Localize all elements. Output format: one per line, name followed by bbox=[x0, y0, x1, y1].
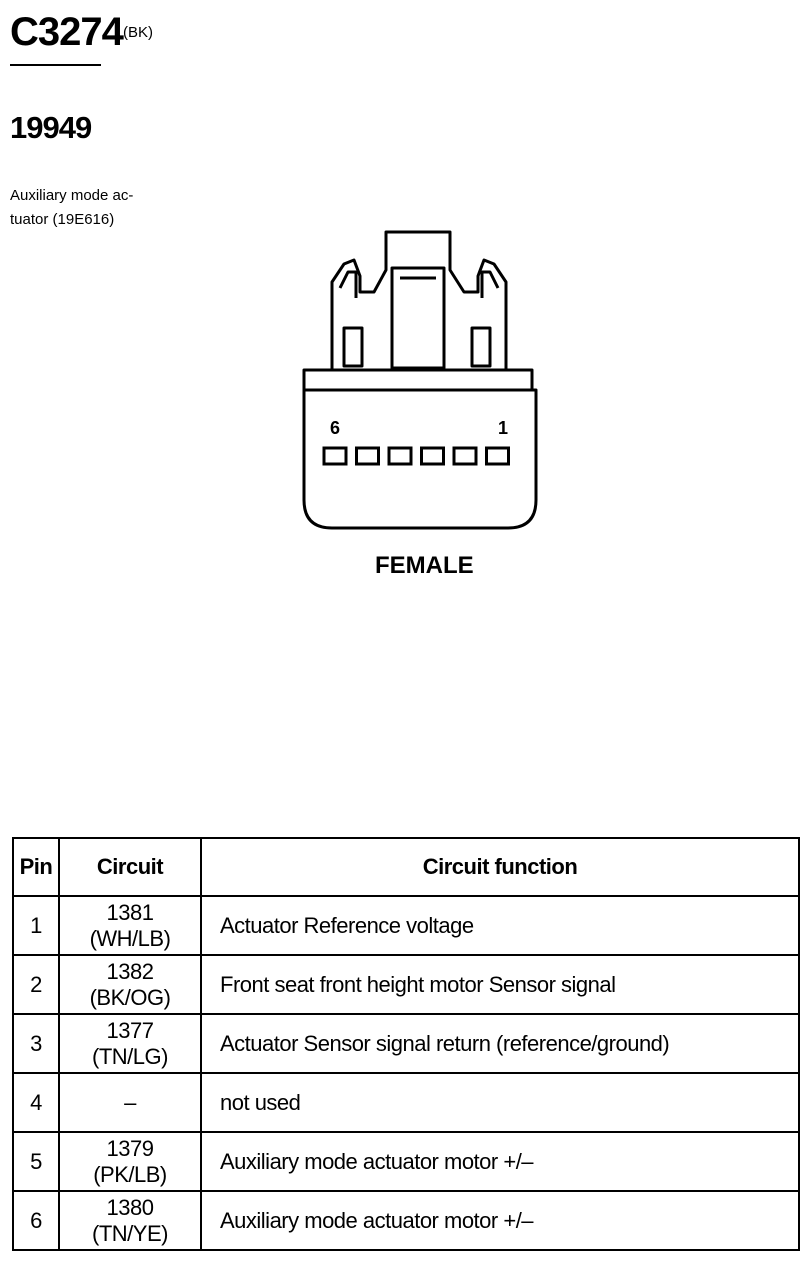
part-number: 19949 bbox=[10, 110, 92, 145]
header-pin: Pin bbox=[12, 837, 60, 897]
header-circuit-function: Circuit function bbox=[200, 837, 800, 897]
window-left bbox=[342, 326, 364, 368]
table-row: 4 – not used bbox=[12, 1072, 800, 1133]
table-header-row: Pin Circuit Circuit function bbox=[12, 837, 800, 897]
latch-tab bbox=[390, 266, 446, 370]
cell-pin: 4 bbox=[12, 1072, 60, 1133]
component-description-line2: tuator (19E616) bbox=[10, 211, 115, 228]
cell-pin: 6 bbox=[12, 1190, 60, 1251]
pin-label-left: 6 bbox=[330, 418, 340, 438]
table-row: 3 1377 (TN/LG) Actuator Sensor signal re… bbox=[12, 1013, 800, 1074]
pin-cavity-4 bbox=[387, 446, 413, 466]
cell-function: not used bbox=[200, 1072, 800, 1133]
cell-circuit: 1381 (WH/LB) bbox=[58, 895, 202, 956]
header-circuit: Circuit bbox=[58, 837, 202, 897]
pinout-table: Pin Circuit Circuit function 1 1381 (WH/… bbox=[12, 837, 800, 1251]
cell-pin: 1 bbox=[12, 895, 60, 956]
cell-pin: 5 bbox=[12, 1131, 60, 1192]
latch-arm-left bbox=[338, 270, 358, 298]
window-right bbox=[470, 326, 492, 368]
cell-function: Actuator Sensor signal return (reference… bbox=[200, 1013, 800, 1074]
cell-pin: 3 bbox=[12, 1013, 60, 1074]
cell-circuit: 1377 (TN/LG) bbox=[58, 1013, 202, 1074]
connector-face bbox=[302, 368, 538, 530]
cell-function: Auxiliary mode actuator motor +/– bbox=[200, 1190, 800, 1251]
cell-function: Auxiliary mode actuator motor +/– bbox=[200, 1131, 800, 1192]
pin-cavity-6 bbox=[322, 446, 348, 466]
cell-circuit: 1382 (BK/OG) bbox=[58, 954, 202, 1015]
table-row: 6 1380 (TN/YE) Auxiliary mode actuator m… bbox=[12, 1190, 800, 1251]
pin-cavity-1 bbox=[485, 446, 510, 466]
cell-function: Actuator Reference voltage bbox=[200, 895, 800, 956]
connector-face-diagram: 6 1 bbox=[302, 230, 538, 530]
cell-circuit: 1379 (PK/LB) bbox=[58, 1131, 202, 1192]
pin-cavity-2 bbox=[452, 446, 478, 466]
component-description-line1: Auxiliary mode ac- bbox=[10, 187, 134, 204]
cell-pin: 2 bbox=[12, 954, 60, 1015]
latch-arm-right bbox=[480, 270, 500, 298]
component-description: Auxiliary mode ac- tuator (19E616) bbox=[10, 184, 150, 232]
connector-id: C3274 bbox=[10, 10, 124, 54]
title-underline bbox=[10, 64, 101, 66]
pin-cavity-3 bbox=[420, 446, 445, 466]
cell-function: Front seat front height motor Sensor sig… bbox=[200, 954, 800, 1015]
table-row: 5 1379 (PK/LB) Auxiliary mode actuator m… bbox=[12, 1131, 800, 1192]
pin-cavities bbox=[322, 446, 510, 466]
connector-housing-top bbox=[330, 230, 508, 370]
table-row: 1 1381 (WH/LB) Actuator Reference voltag… bbox=[12, 895, 800, 956]
connector-gender-label: FEMALE bbox=[375, 552, 474, 579]
pin-label-right: 1 bbox=[498, 418, 508, 438]
cell-circuit: 1380 (TN/YE) bbox=[58, 1190, 202, 1251]
pin-cavity-5 bbox=[355, 446, 380, 466]
color-code: (BK) bbox=[123, 24, 153, 41]
cell-circuit: – bbox=[58, 1072, 202, 1133]
table-row: 2 1382 (BK/OG) Front seat front height m… bbox=[12, 954, 800, 1015]
